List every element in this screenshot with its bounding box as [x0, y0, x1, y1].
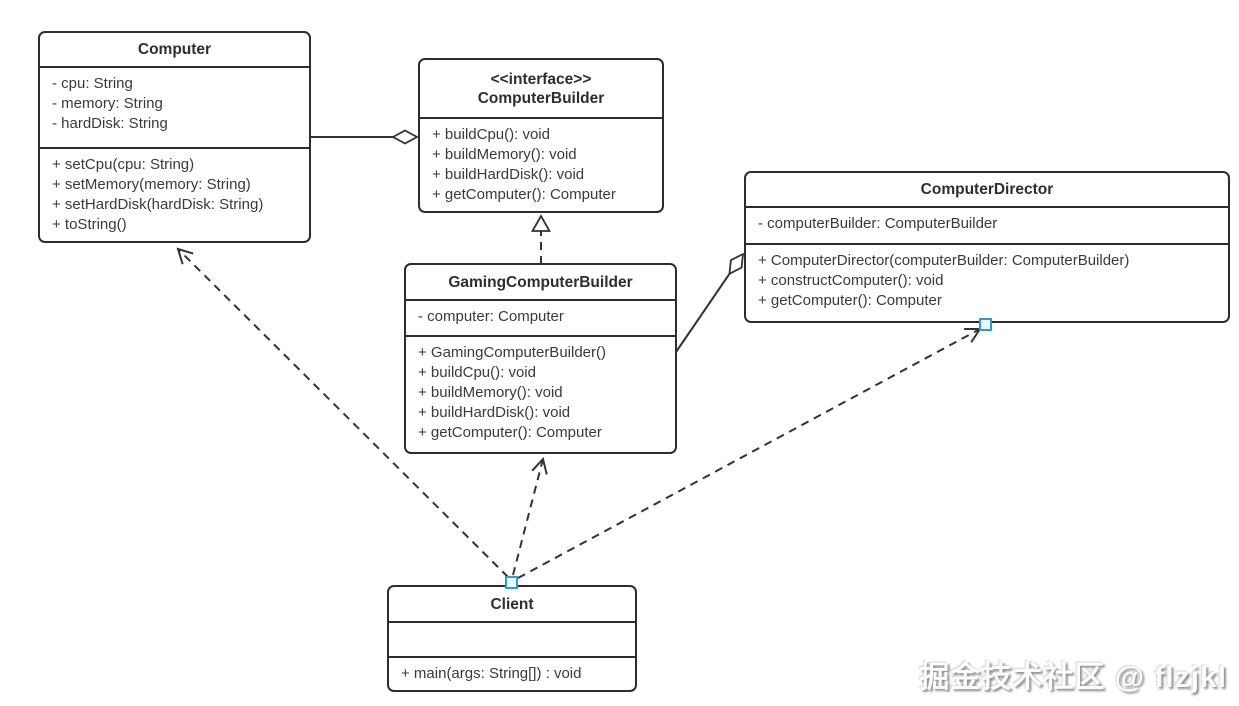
- dependency-line-client-gamingcomputerbuilder[interactable]: [512, 456, 548, 576]
- class-title-text: ComputerBuilder: [477, 89, 605, 107]
- class-box-computer[interactable]: Computer - cpu: String- memory: String- …: [38, 31, 311, 243]
- class-attributes: - computerBuilder: ComputerBuilder: [746, 206, 1228, 243]
- class-methods: + main(args: String[]) : void: [389, 656, 635, 690]
- member-row: + buildCpu(): void: [418, 364, 536, 381]
- class-attributes: [389, 621, 635, 656]
- member-row: + buildHardDisk(): void: [418, 404, 571, 421]
- member-row: - memory: String: [52, 95, 163, 112]
- member-row: + toString(): [52, 216, 127, 233]
- class-title: Client: [490, 595, 534, 613]
- class-title: Computer: [137, 41, 212, 58]
- class-title: GamingComputerBuilder: [448, 273, 633, 291]
- member-row: - computerBuilder: ComputerBuilder: [758, 215, 998, 232]
- class-attributes: - cpu: String - memory: String - hardDisk:…: [40, 66, 309, 147]
- dependency-line-client-computer[interactable]: [176, 247, 509, 578]
- class-box-gamingcomputerbuilder[interactable]: GamingComputerBuilder - computer: Comput…: [404, 263, 677, 454]
- selection-handle[interactable]: [979, 318, 992, 331]
- watermark: 掘金技术社区 @ flzjkl: [919, 661, 1227, 694]
- member-row: - cpu: String: [52, 75, 133, 92]
- member-row: + getComputer(): Computer: [432, 186, 616, 203]
- member-row: + main(args: String[]) : void: [401, 665, 582, 682]
- class-methods: + setCpu(cpu: String) + setMemory(memory:…: [40, 147, 309, 241]
- stereotype-label: <<interface>>: [490, 70, 592, 88]
- member-row: + setCpu(cpu: String): [52, 156, 195, 173]
- class-title: ComputerDirector: [920, 181, 1054, 198]
- member-row: + getComputer(): Computer: [418, 424, 602, 441]
- member-row: - hardDisk: String: [52, 115, 168, 132]
- member-row: - computer: Computer: [418, 308, 564, 325]
- member-row: + constructComputer(): void: [758, 272, 944, 289]
- class-box-computerbuilder[interactable]: <<interface>> ComputerBuilder + buildCpu…: [418, 58, 664, 213]
- selection-handle[interactable]: [505, 576, 518, 589]
- member-row: + setHardDisk(hardDisk: String): [52, 196, 264, 213]
- member-row: + getComputer(): Computer: [758, 292, 942, 309]
- class-box-computerdirector[interactable]: ComputerDirector - computerBuilder: Comp…: [744, 171, 1230, 323]
- member-row: + buildMemory(): void: [418, 384, 563, 401]
- class-title: <<interface>> ComputerBuilder: [420, 60, 662, 117]
- aggregation-line-computerdirector-gamingcomputerbuilder[interactable]: [675, 254, 743, 353]
- member-row: + ComputerDirector(computerBuilder: Comp…: [758, 252, 1130, 269]
- class-methods: + GamingComputerBuilder() + buildCpu(): v…: [406, 335, 675, 452]
- member-row: + buildMemory(): void: [432, 146, 577, 163]
- member-row: + buildCpu(): void: [432, 126, 550, 143]
- member-row: + buildHardDisk(): void: [432, 166, 585, 183]
- class-attributes: - computer: Computer: [406, 299, 675, 335]
- class-methods: + ComputerDirector(computerBuilder: Comp…: [746, 243, 1228, 321]
- dependency-line-client-computerdirector[interactable]: [517, 327, 982, 579]
- class-methods: + buildCpu(): void + buildMemory(): void +…: [420, 117, 662, 211]
- class-box-client[interactable]: Client + main(args: String[]) : void: [387, 585, 637, 692]
- member-row: + GamingComputerBuilder(): [418, 344, 606, 361]
- member-row: + setMemory(memory: String): [52, 176, 251, 193]
